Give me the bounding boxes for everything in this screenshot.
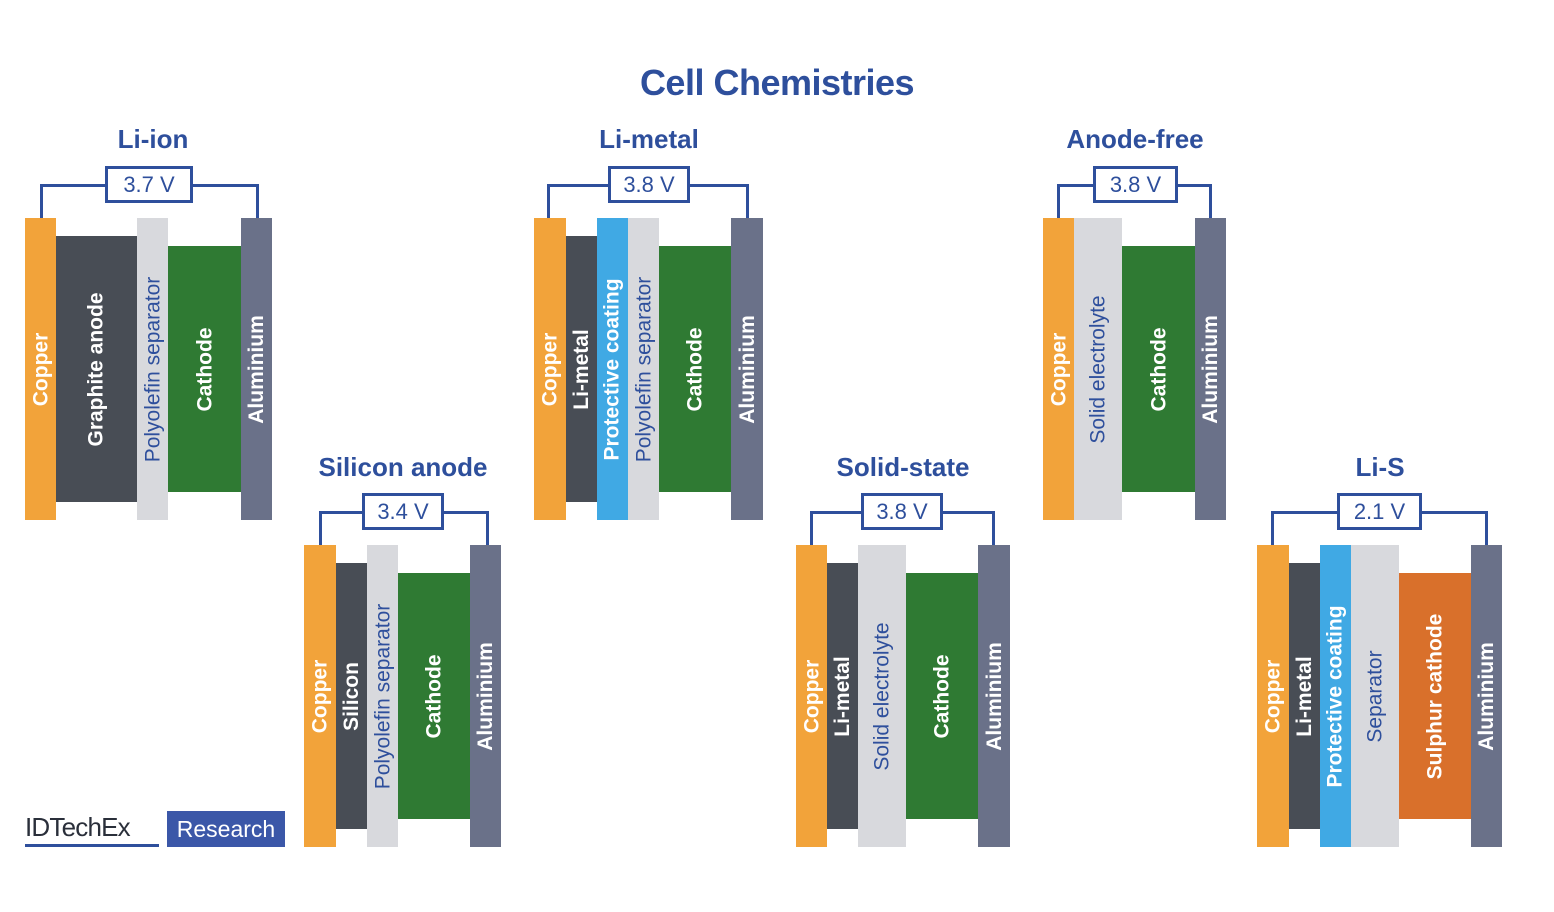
voltage-label-li-metal: 3.8 V: [608, 166, 690, 203]
cell-title-anode-free: Anode-free: [1066, 124, 1204, 154]
layer-copper: Copper: [304, 545, 336, 847]
voltage-label-li-s: 2.1 V: [1337, 493, 1422, 530]
voltage-label-anode-free: 3.8 V: [1093, 166, 1178, 203]
layer-label: Cathode: [422, 654, 446, 738]
brand-logo-underline: [25, 844, 159, 847]
layer-label: Cathode: [930, 654, 954, 738]
layer-label: Copper: [800, 659, 823, 733]
layer-polyolefin-separator: Polyolefin separator: [628, 218, 659, 520]
layer-label: Li-metal: [570, 328, 594, 410]
layer-label: Sulphur cathode: [1423, 613, 1447, 779]
layer-label: Separator: [1363, 649, 1387, 743]
layer-label: Aluminium: [245, 314, 268, 424]
layer-solid-electrolyte: Solid electrolyte: [858, 545, 906, 847]
layer-label: Polyolefin separator: [141, 276, 165, 462]
voltage-label-silicon-anode: 3.4 V: [362, 493, 444, 530]
layer-label: Graphite anode: [85, 291, 108, 447]
layer-polyolefin-separator: Polyolefin separator: [367, 545, 398, 847]
layer-label: Cathode: [193, 327, 216, 411]
layer-cathode: Cathode: [398, 573, 470, 819]
layer-aluminium: Aluminium: [470, 545, 501, 847]
layer-label: Copper: [29, 332, 52, 406]
layer-aluminium: Aluminium: [1195, 218, 1226, 520]
cell-title-solid-state: Solid-state: [836, 452, 970, 482]
layer-polyolefin-separator: Polyolefin separator: [137, 218, 168, 520]
layer-label: Cathode: [1147, 327, 1170, 411]
layer-label: Protective coating: [601, 277, 624, 461]
layer-aluminium: Aluminium: [978, 545, 1010, 847]
voltage-label-solid-state: 3.8 V: [861, 493, 943, 530]
layer-label: Copper: [1261, 659, 1285, 733]
layer-label: Polyolefin separator: [371, 603, 395, 789]
layer-copper: Copper: [796, 545, 827, 847]
layer-label: Silicon: [340, 661, 364, 731]
layer-protective-coating: Protective coating: [597, 218, 628, 520]
layer-aluminium: Aluminium: [731, 218, 763, 520]
cell-title-silicon-anode: Silicon anode: [318, 452, 488, 482]
layer-label: Aluminium: [982, 641, 1006, 751]
layer-label: Solid electrolyte: [870, 621, 894, 771]
layer-aluminium: Aluminium: [1471, 545, 1502, 847]
layer-protective-coating: Protective coating: [1320, 545, 1351, 847]
layer-aluminium: Aluminium: [241, 218, 272, 520]
layer-solid-electrolyte: Solid electrolyte: [1074, 218, 1122, 520]
layer-copper: Copper: [1257, 545, 1289, 847]
layer-label: Copper: [1047, 332, 1070, 406]
layer-label: Li-metal: [831, 655, 855, 737]
layer-label: Polyolefin separator: [632, 276, 656, 462]
cell-title-li-ion: Li-ion: [117, 124, 189, 154]
layer-separator: Separator: [1351, 545, 1399, 847]
layer-label: Aluminium: [735, 314, 759, 424]
layer-copper: Copper: [25, 218, 56, 520]
layer-graphite-anode: Graphite anode: [56, 236, 137, 502]
research-badge: Research: [167, 811, 285, 847]
layer-cathode: Cathode: [906, 573, 978, 819]
layer-label: Cathode: [683, 327, 707, 411]
layer-li-metal: Li-metal: [1289, 563, 1320, 829]
voltage-label-li-ion: 3.7 V: [105, 166, 193, 203]
layer-cathode: Cathode: [1122, 246, 1195, 492]
layer-copper: Copper: [1043, 218, 1074, 520]
layer-label: Aluminium: [474, 641, 497, 751]
layer-label: Aluminium: [1199, 314, 1222, 424]
cell-title-li-s: Li-S: [1355, 452, 1405, 482]
layer-label: Copper: [308, 659, 332, 733]
layer-li-metal: Li-metal: [566, 236, 597, 502]
layer-li-metal: Li-metal: [827, 563, 858, 829]
page-title: Cell Chemistries: [639, 62, 915, 103]
layer-label: Aluminium: [1475, 641, 1498, 751]
layer-silicon: Silicon: [336, 563, 367, 829]
layer-label: Protective coating: [1324, 604, 1347, 788]
layer-cathode: Cathode: [168, 246, 241, 492]
layer-label: Copper: [538, 332, 562, 406]
layer-label: Li-metal: [1293, 655, 1317, 737]
layer-copper: Copper: [534, 218, 566, 520]
brand-logo-text: IDTechEx: [25, 812, 131, 842]
layer-sulphur-cathode: Sulphur cathode: [1399, 573, 1471, 819]
layer-label: Solid electrolyte: [1086, 294, 1110, 444]
layer-cathode: Cathode: [659, 246, 731, 492]
cell-title-li-metal: Li-metal: [599, 124, 699, 154]
